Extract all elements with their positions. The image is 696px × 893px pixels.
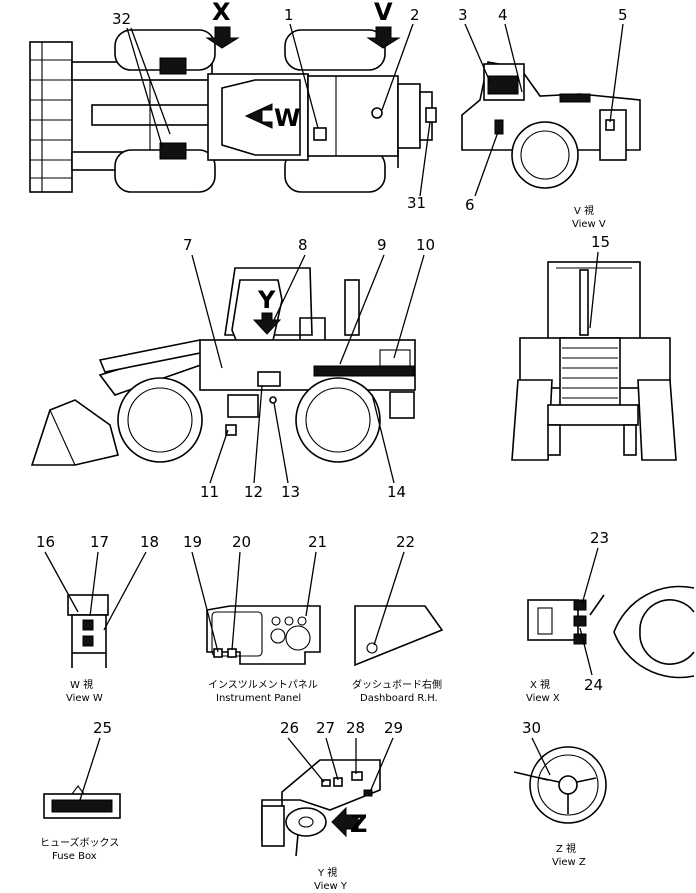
view-y-arrow-icon — [252, 312, 282, 335]
instrument-caption-en: Instrument Panel — [216, 693, 301, 704]
view-v — [461, 61, 641, 189]
y-marker-z: Z — [350, 810, 367, 838]
front-view — [511, 261, 677, 461]
callout-18: 18 — [140, 533, 159, 551]
view-v-arrow-icon — [366, 26, 401, 49]
callout-26: 26 — [280, 719, 299, 737]
instrument-caption-jp: インスツルメントパネル — [208, 679, 318, 691]
view-z-arrow-icon — [331, 806, 359, 838]
callout-9: 9 — [377, 236, 387, 254]
callout-4: 4 — [498, 6, 508, 24]
callout-25: 25 — [93, 719, 112, 737]
side-marker-y: Y — [257, 286, 276, 314]
callout-20: 20 — [232, 533, 251, 551]
callout-2: 2 — [410, 6, 420, 24]
top-view: X V W — [29, 0, 437, 193]
fuse-caption-en: Fuse Box — [52, 851, 97, 862]
callout-29: 29 — [384, 719, 403, 737]
view-z-caption-jp: Z 視 — [556, 842, 576, 855]
callout-22: 22 — [396, 533, 415, 551]
view-y-caption-jp: Y 視 — [317, 866, 337, 879]
callout-10: 10 — [416, 236, 435, 254]
fuse-caption-jp: ヒューズボックス — [40, 836, 119, 849]
callout-23: 23 — [590, 529, 609, 547]
view-w — [67, 594, 109, 668]
callout-3: 3 — [458, 6, 468, 24]
callout-8: 8 — [298, 236, 308, 254]
top-marker-x: X — [212, 0, 231, 26]
view-x-caption-en: View X — [526, 693, 560, 704]
top-marker-w: W — [274, 104, 300, 132]
view-w-arrow-icon — [244, 103, 273, 129]
callout-7: 7 — [183, 236, 193, 254]
view-y: Z — [261, 759, 381, 857]
instrument-panel — [206, 605, 321, 665]
view-x-caption-jp: X 視 — [530, 678, 550, 691]
callout-17: 17 — [90, 533, 109, 551]
callout-32: 32 — [112, 10, 131, 28]
view-x-arrow-icon — [205, 26, 240, 49]
callout-16: 16 — [36, 533, 55, 551]
view-v-caption-jp: V 視 — [574, 204, 594, 217]
view-z-caption-en: View Z — [552, 857, 586, 868]
callout-21: 21 — [308, 533, 327, 551]
fuse-box — [43, 785, 121, 819]
callout-11: 11 — [200, 483, 219, 501]
callout-19: 19 — [183, 533, 202, 551]
callout-28: 28 — [346, 719, 365, 737]
dashboard-caption-en: Dashboard R.H. — [360, 693, 438, 704]
side-view: Y — [30, 267, 416, 466]
callout-30: 30 — [522, 719, 541, 737]
callout-1: 1 — [284, 6, 294, 24]
callout-27: 27 — [316, 719, 335, 737]
view-w-caption-jp: W 視 — [70, 678, 93, 691]
view-v-caption-en: View V — [572, 219, 606, 230]
callout-14: 14 — [387, 483, 406, 501]
callout-13: 13 — [281, 483, 300, 501]
callout-6: 6 — [465, 196, 475, 214]
callout-31: 31 — [407, 194, 426, 212]
view-w-caption-en: View W — [66, 693, 103, 704]
callout-12: 12 — [244, 483, 263, 501]
callout-15: 15 — [591, 233, 610, 251]
dashboard-rh — [354, 605, 444, 667]
dashboard-caption-jp: ダッシュボード右側 — [352, 678, 442, 691]
view-y-caption-en: View Y — [314, 881, 348, 892]
view-x — [527, 585, 695, 679]
callout-24: 24 — [584, 676, 603, 694]
callout-5: 5 — [618, 6, 628, 24]
view-z — [513, 746, 607, 824]
top-marker-v: V — [374, 0, 393, 26]
